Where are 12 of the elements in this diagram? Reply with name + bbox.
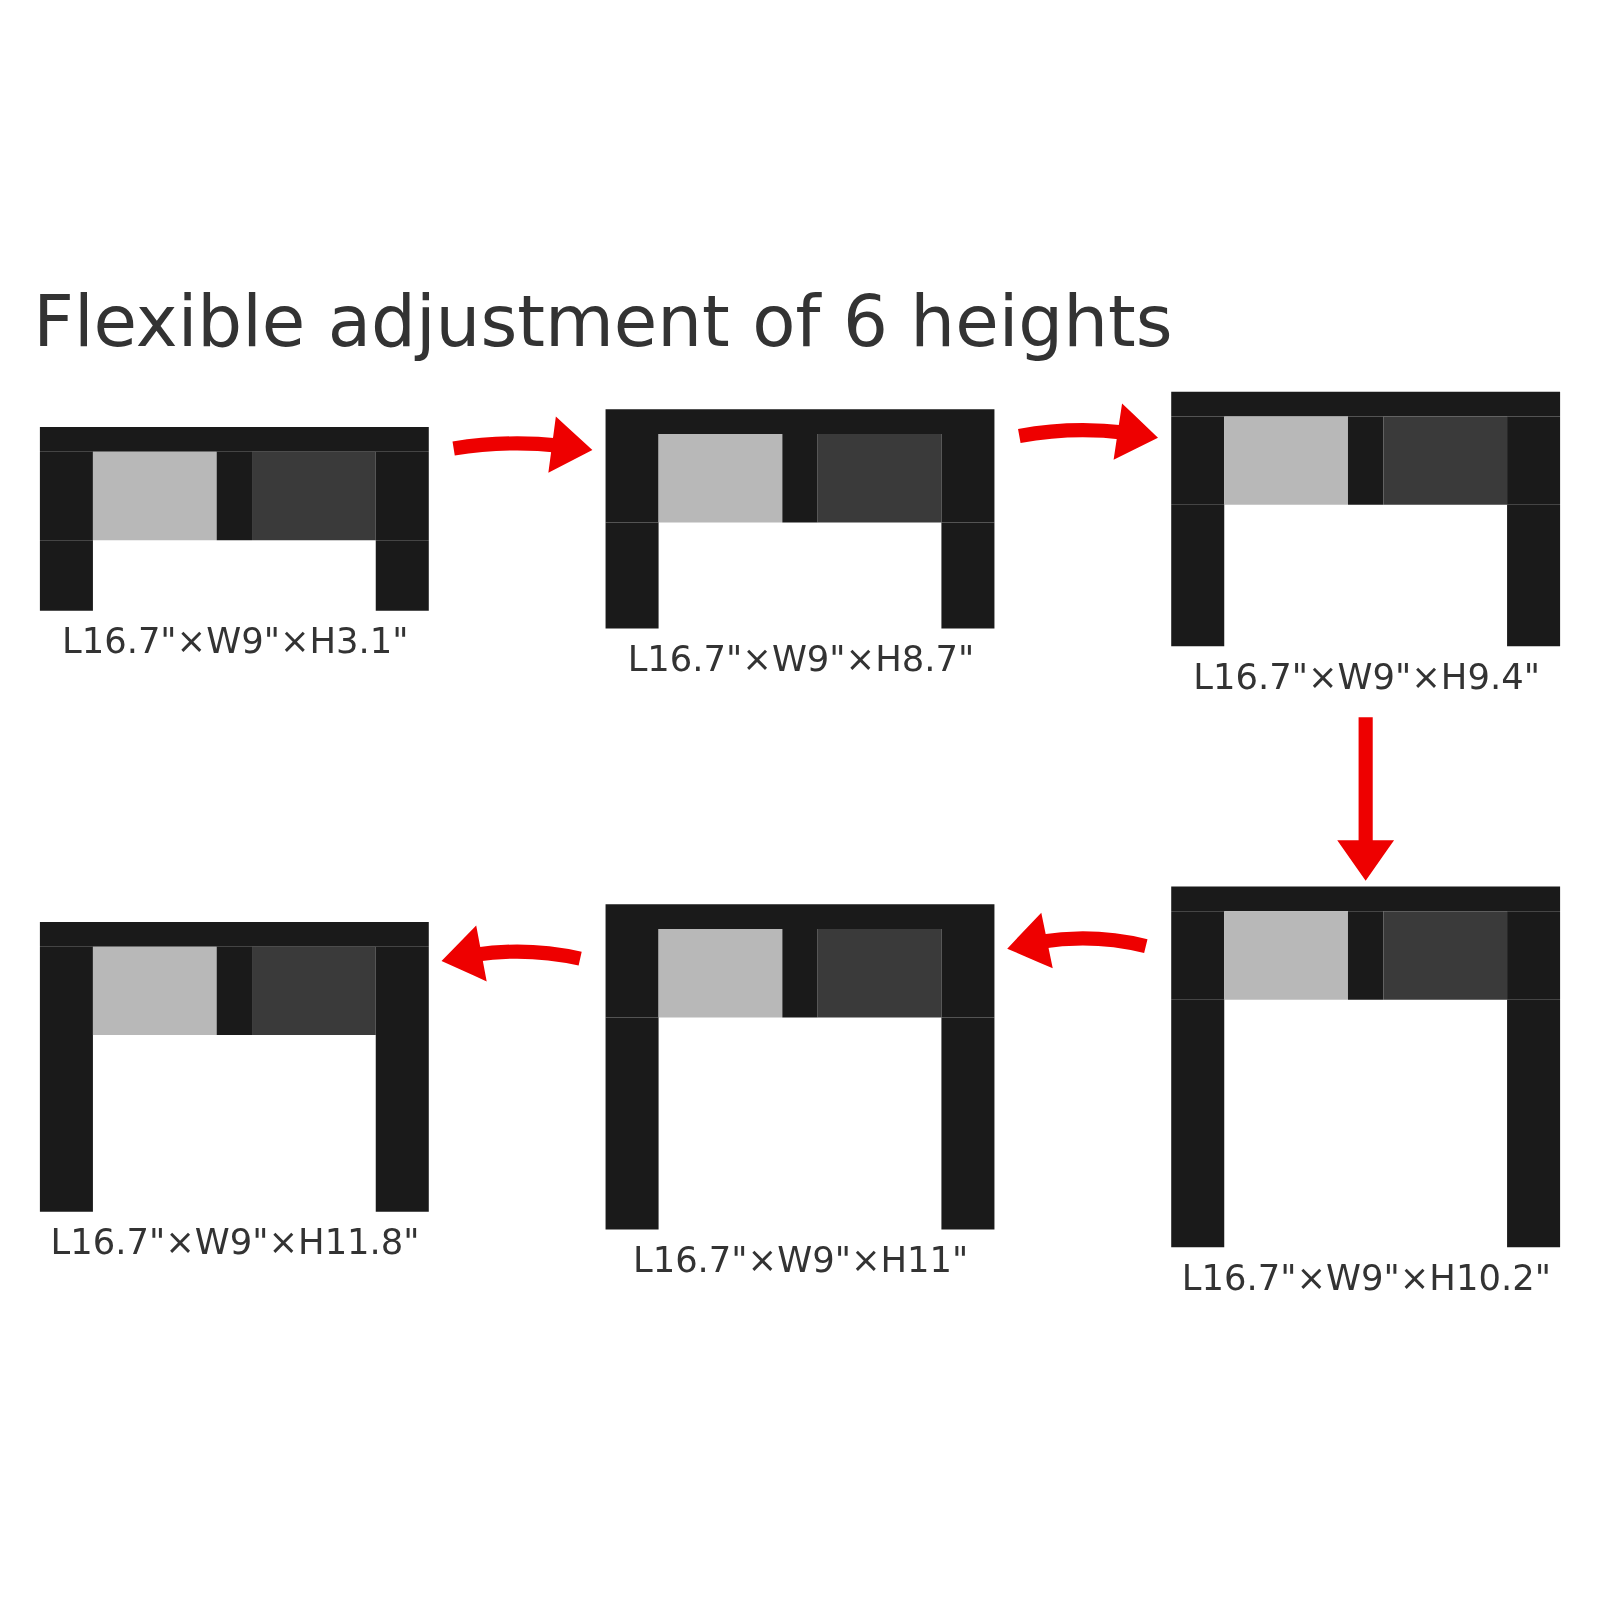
- arrow: [1007, 912, 1148, 969]
- node-label: L16.7"×W9"×H11": [632, 1238, 969, 1280]
- diagram-title: Flexible adjustment of 6 heights: [33, 279, 1173, 363]
- node-label: L16.7"×W9"×H11.8": [50, 1221, 420, 1263]
- node-label: L16.7"×W9"×H9.4": [1193, 655, 1540, 697]
- arrow: [1337, 717, 1395, 881]
- arrow: [452, 416, 593, 473]
- node-label: L16.7"×W9"×H10.2": [1181, 1256, 1551, 1298]
- node-label: L16.7"×W9"×H8.7": [627, 637, 975, 679]
- arrow: [441, 925, 582, 982]
- arrow: [1018, 403, 1158, 460]
- node-label: L16.7"×W9"×H3.1": [61, 620, 409, 662]
